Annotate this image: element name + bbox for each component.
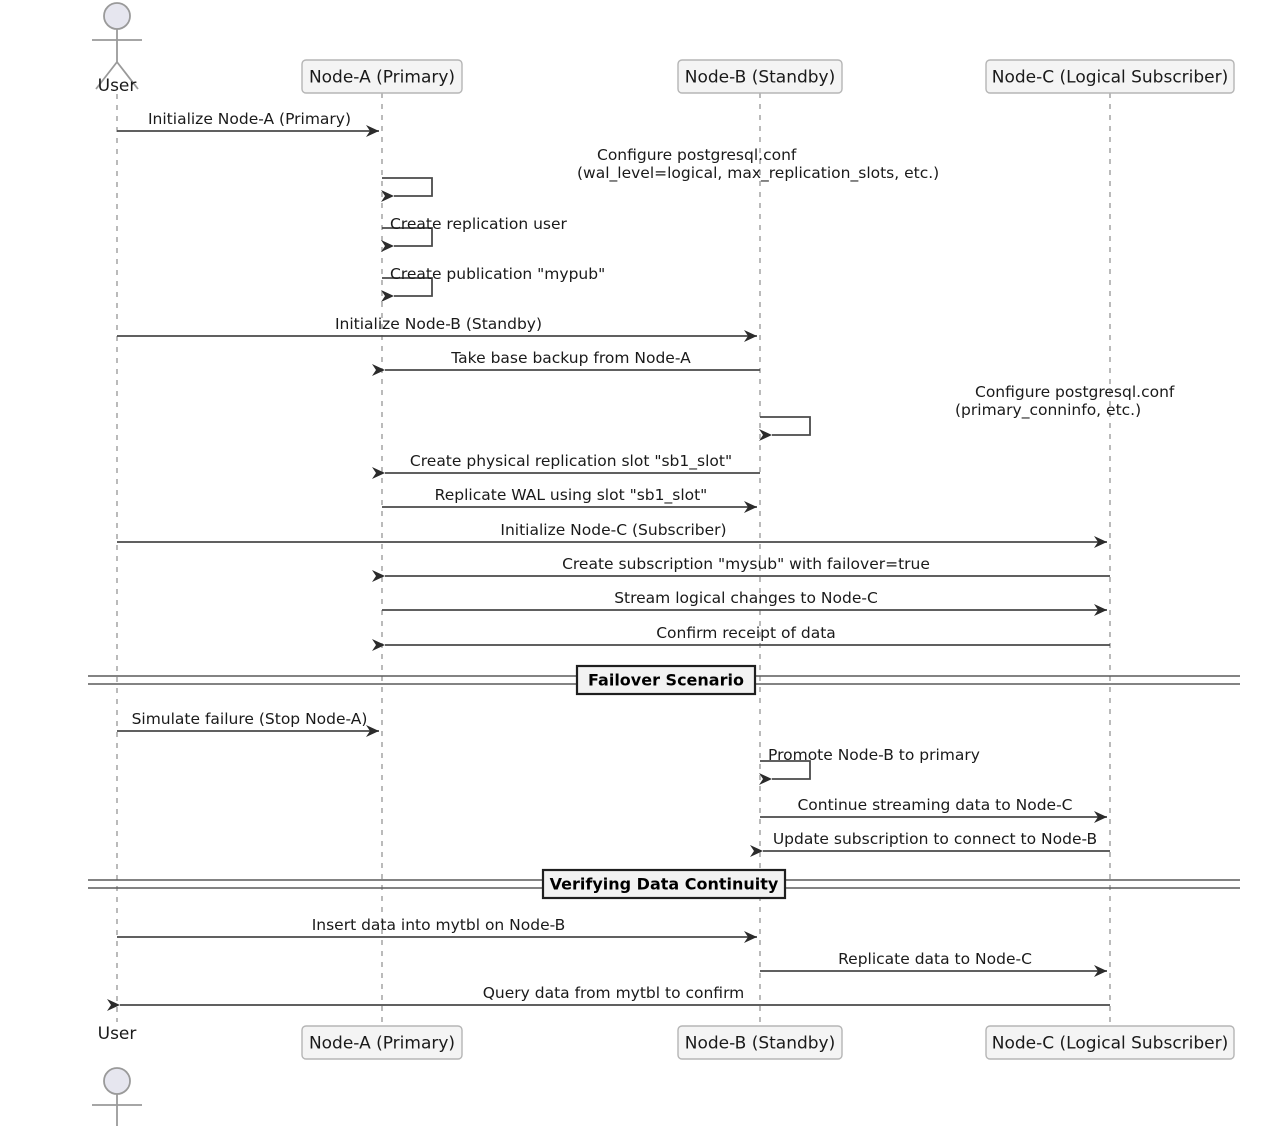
actor-head-icon (103, 1067, 131, 1095)
message-m2: Configure postgresql.conf(wal_level=logi… (381, 146, 939, 202)
message-label: Promote Node-B to primary (768, 746, 980, 764)
message-label: Create subscription "mysub" with failove… (562, 555, 930, 573)
message-label: Simulate failure (Stop Node-A) (132, 710, 368, 728)
message-label: Create physical replication slot "sb1_sl… (410, 452, 732, 471)
participant-node-b-footer[interactable]: Node-B (Standby) (677, 1025, 843, 1060)
message-m15: Promote Node-B to primary (759, 746, 980, 785)
participant-label: Node-C (Logical Subscriber) (992, 1034, 1229, 1054)
message-label-line2: (wal_level=logical, max_replication_slot… (577, 164, 939, 183)
message-label-line1: Configure postgresql.conf (597, 146, 797, 164)
participant-label: Node-C (Logical Subscriber) (992, 68, 1229, 88)
self-call-path (381, 227, 433, 252)
participant-box (301, 59, 463, 94)
message-m11: Create subscription "mysub" with failove… (372, 555, 1110, 582)
self-call-path (381, 277, 433, 302)
message-m12: Stream logical changes to Node-C (382, 589, 1107, 616)
messages-layer: Initialize Node-A (Primary) Configure pos… (107, 110, 1175, 1011)
message-m20: Query data from mytbl to confirm (107, 984, 1110, 1011)
participant-node-c-footer[interactable]: Node-C (Logical Subscriber) (985, 1025, 1235, 1060)
message-m18: Insert data into mytbl on Node-B (117, 916, 757, 943)
actor-head-icon (103, 2, 131, 30)
divider-label: Failover Scenario (588, 671, 744, 690)
message-label: Create publication "mypub" (390, 265, 605, 283)
participant-label: Node-A (Primary) (309, 1034, 455, 1054)
message-label: Initialize Node-A (Primary) (148, 110, 351, 128)
participant-node-a-header[interactable]: Node-A (Primary) (301, 59, 463, 94)
participant-label: Node-B (Standby) (685, 68, 836, 88)
actor-leg-left (95, 61, 118, 90)
message-label: Query data from mytbl to confirm (483, 984, 745, 1002)
message-label: Stream logical changes to Node-C (614, 589, 878, 607)
actor-label: User (98, 76, 137, 96)
participant-node-a-footer[interactable]: Node-A (Primary) (301, 1025, 463, 1060)
divider-d2: Verifying Data Continuity (88, 868, 1240, 900)
message-label-line2: (primary_conninfo, etc.) (955, 401, 1141, 420)
divider-label: Verifying Data Continuity (550, 875, 779, 894)
message-label: Replicate data to Node-C (838, 950, 1032, 968)
participant-node-b-header[interactable]: Node-B (Standby) (677, 59, 843, 94)
divider-label-box (541, 868, 787, 900)
divider-d1: Failover Scenario (88, 664, 1240, 696)
message-m9: Replicate WAL using slot "sb1_slot" (382, 486, 757, 513)
message-m7: Configure postgresql.conf(primary_connin… (759, 383, 1175, 441)
participant-box (301, 1025, 463, 1060)
message-label: Replicate WAL using slot "sb1_slot" (435, 486, 708, 505)
message-m5: Initialize Node-B (Standby) (117, 315, 757, 342)
message-label: Initialize Node-C (Subscriber) (500, 521, 726, 539)
message-m14: Simulate failure (Stop Node-A) (117, 710, 379, 737)
participants-layer: Node-A (Primary) Node-B (Standby) Node-C (… (92, 2, 1235, 1126)
message-m3: Create replication user (381, 215, 568, 252)
self-call-path (381, 177, 433, 202)
message-label: Initialize Node-B (Standby) (335, 315, 542, 333)
message-m4: Create publication "mypub" (381, 265, 605, 302)
divider-label-box (575, 664, 757, 696)
message-label: Continue streaming data to Node-C (797, 796, 1072, 814)
message-m17: Update subscription to connect to Node-B (750, 830, 1110, 857)
message-m19: Replicate data to Node-C (760, 950, 1107, 977)
self-call-path (759, 416, 811, 441)
actor-user-footer[interactable]: User (92, 1024, 142, 1126)
participant-box (677, 1025, 843, 1060)
participant-box (985, 1025, 1235, 1060)
message-m8: Create physical replication slot "sb1_sl… (372, 452, 760, 479)
message-label: Insert data into mytbl on Node-B (312, 916, 566, 934)
participant-box (677, 59, 843, 94)
participant-label: Node-A (Primary) (309, 68, 455, 88)
actor-label: User (98, 1024, 137, 1044)
self-call-path (759, 760, 811, 785)
message-label: Take base backup from Node-A (450, 349, 691, 367)
message-m10: Initialize Node-C (Subscriber) (117, 521, 1107, 548)
message-label: Create replication user (390, 215, 568, 233)
message-m6: Take base backup from Node-A (372, 349, 760, 376)
participant-node-c-header[interactable]: Node-C (Logical Subscriber) (985, 59, 1235, 94)
message-label-line1: Configure postgresql.conf (975, 383, 1175, 401)
message-m1: Initialize Node-A (Primary) (117, 110, 379, 137)
participant-box (985, 59, 1235, 94)
message-label: Confirm receipt of data (656, 624, 836, 642)
message-m16: Continue streaming data to Node-C (760, 796, 1107, 823)
actor-leg-right (116, 61, 139, 90)
participant-label: Node-B (Standby) (685, 1034, 836, 1054)
actor-user-header[interactable]: User (92, 2, 142, 96)
message-label: Update subscription to connect to Node-B (773, 830, 1097, 848)
message-m13: Confirm receipt of data (372, 624, 1110, 651)
